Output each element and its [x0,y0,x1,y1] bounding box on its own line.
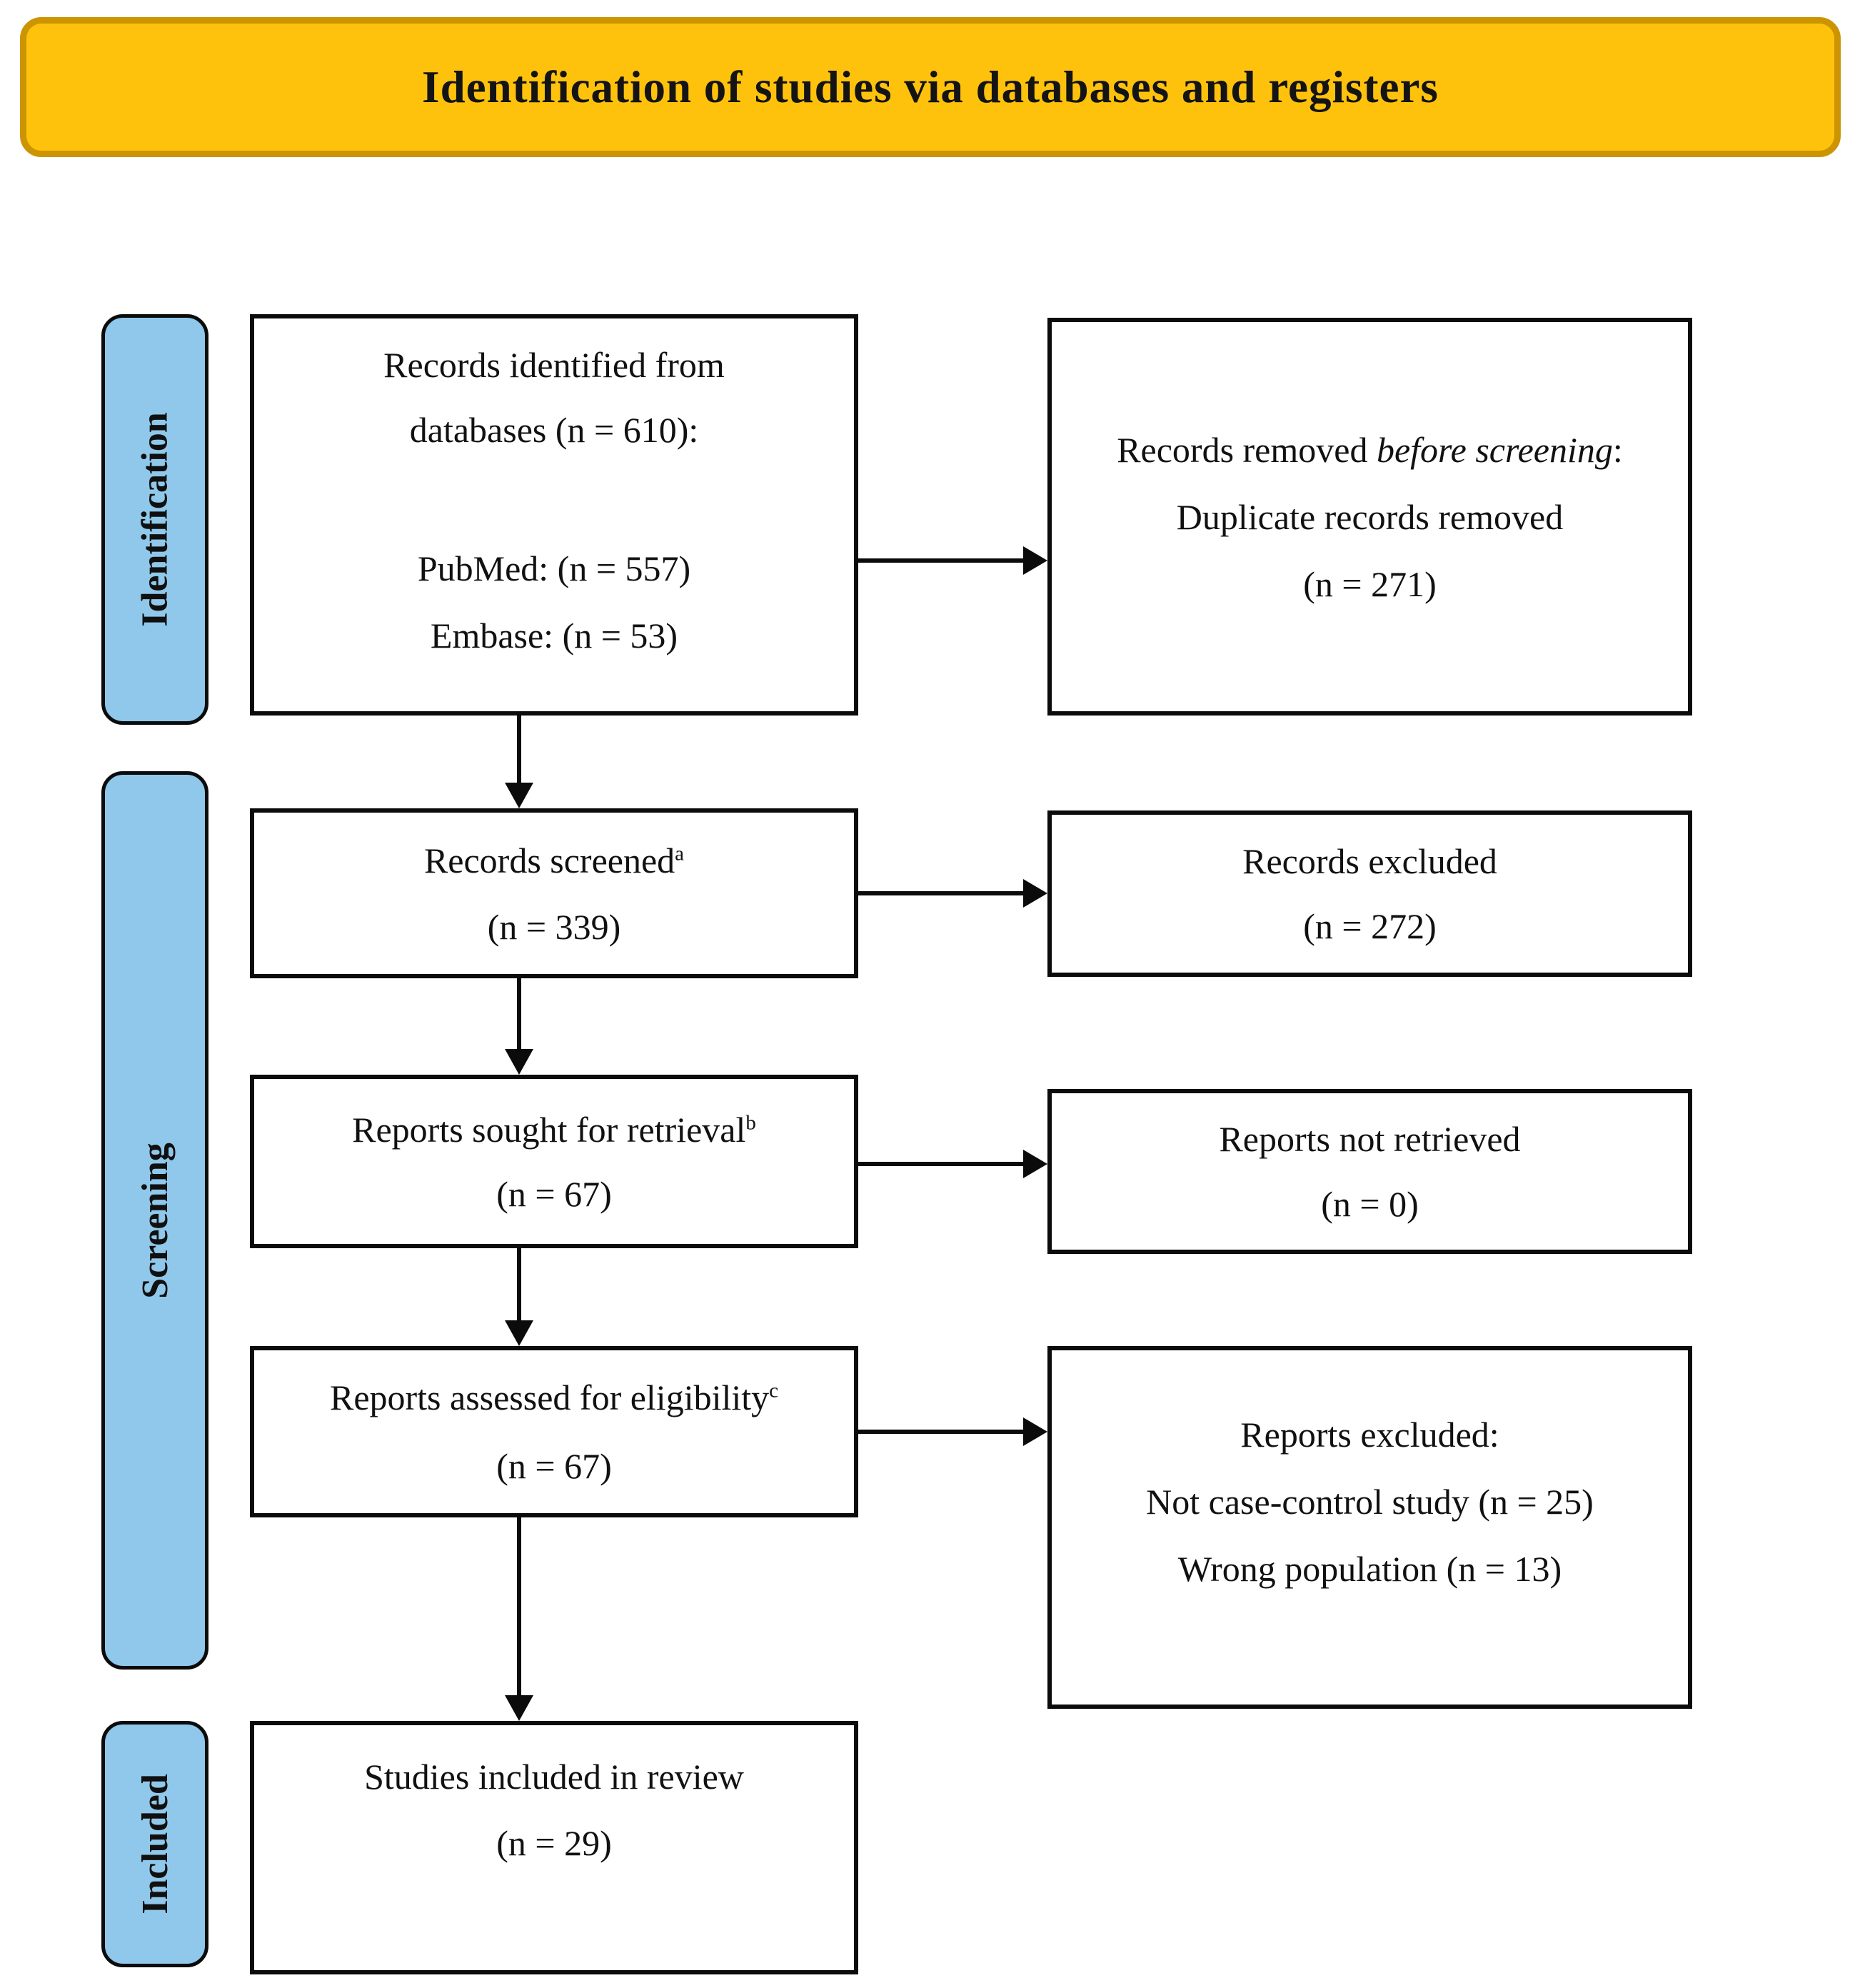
records-screened-text: Records screened [423,840,675,880]
arrow-shaft [858,1430,1025,1434]
box-reports-assessed: Reports assessed for eligibilityc (n = 6… [250,1346,858,1517]
arrow-shaft [517,1248,521,1323]
arrow-head-down [505,1695,533,1721]
reports-excluded-line-2: Not case-control study (n = 25) [1146,1482,1594,1522]
arrow-shaft [517,1517,521,1698]
box-reports-excluded: Reports excluded: Not case-control study… [1047,1346,1692,1709]
reports-sought-count: (n = 67) [496,1173,612,1214]
arrow-head-down [505,1049,533,1075]
reports-sought-footnote: b [745,1110,756,1134]
records-removed-line-1-prefix: Records removed [1117,429,1377,470]
reports-sought-text: Reports sought for retrieval [352,1109,746,1150]
records-identified-line-1: Records identified from [383,345,725,385]
box-records-identified: Records identified from databases (n = 6… [250,314,858,716]
records-excluded-count: (n = 272) [1303,906,1437,946]
arrow-shaft [517,978,521,1052]
records-screened-label: Records screeneda [424,843,684,878]
reports-sought-label: Reports sought for retrievalb [352,1112,756,1148]
box-reports-not-retrieved: Reports not retrieved (n = 0) [1047,1089,1692,1254]
stage-bar-included: Included [101,1721,208,1967]
reports-excluded-line-1: Reports excluded: [1240,1415,1499,1455]
arrow-head-right [1023,546,1047,575]
arrow-head-down [505,1320,533,1346]
title-banner: Identification of studies via databases … [20,17,1841,157]
arrow-head-down [505,783,533,808]
records-screened-count: (n = 339) [487,906,621,947]
box-records-screened: Records screeneda (n = 339) [250,808,858,978]
records-excluded-label: Records excluded [1242,841,1497,881]
reports-assessed-label: Reports assessed for eligibilityc [330,1380,778,1415]
stage-label-identification: Identification [134,412,176,627]
stage-bar-identification: Identification [101,314,208,725]
arrow-head-right [1023,879,1047,908]
records-removed-line-1-italic: before screening [1376,429,1613,470]
diagram-title: Identification of studies via databases … [422,61,1439,112]
reports-not-retrieved-label: Reports not retrieved [1219,1119,1521,1159]
arrow-shaft [858,1162,1025,1166]
stage-label-screening: Screening [134,1142,176,1299]
studies-included-count: (n = 29) [496,1823,612,1863]
arrow-shaft [858,558,1025,563]
reports-assessed-count: (n = 67) [496,1446,612,1486]
records-identified-line-2: databases (n = 610): [409,410,699,450]
stage-bar-screening: Screening [101,771,208,1670]
stage-label-included: Included [134,1774,176,1914]
reports-not-retrieved-count: (n = 0) [1321,1184,1419,1224]
box-records-excluded: Records excluded (n = 272) [1047,810,1692,977]
records-removed-line-1-suffix: : [1612,429,1623,470]
records-removed-line-1: Records removed before screening: [1117,432,1623,468]
arrow-shaft [517,716,521,785]
arrow-shaft [858,891,1025,895]
records-screened-footnote: a [675,841,685,865]
records-identified-line-4: Embase: (n = 53) [430,616,678,656]
reports-assessed-footnote: c [769,1379,779,1402]
box-reports-sought: Reports sought for retrievalb (n = 67) [250,1075,858,1248]
records-identified-line-3: PubMed: (n = 557) [417,548,691,588]
arrow-head-right [1023,1417,1047,1446]
reports-excluded-line-3: Wrong population (n = 13) [1177,1549,1562,1589]
records-removed-count: (n = 271) [1303,563,1437,604]
reports-assessed-text: Reports assessed for eligibility [329,1377,770,1417]
records-removed-line-2: Duplicate records removed [1176,496,1564,537]
studies-included-label: Studies included in review [364,1757,744,1797]
arrow-head-right [1023,1150,1047,1178]
box-records-removed: Records removed before screening: Duplic… [1047,318,1692,716]
box-studies-included: Studies included in review (n = 29) [250,1721,858,1974]
